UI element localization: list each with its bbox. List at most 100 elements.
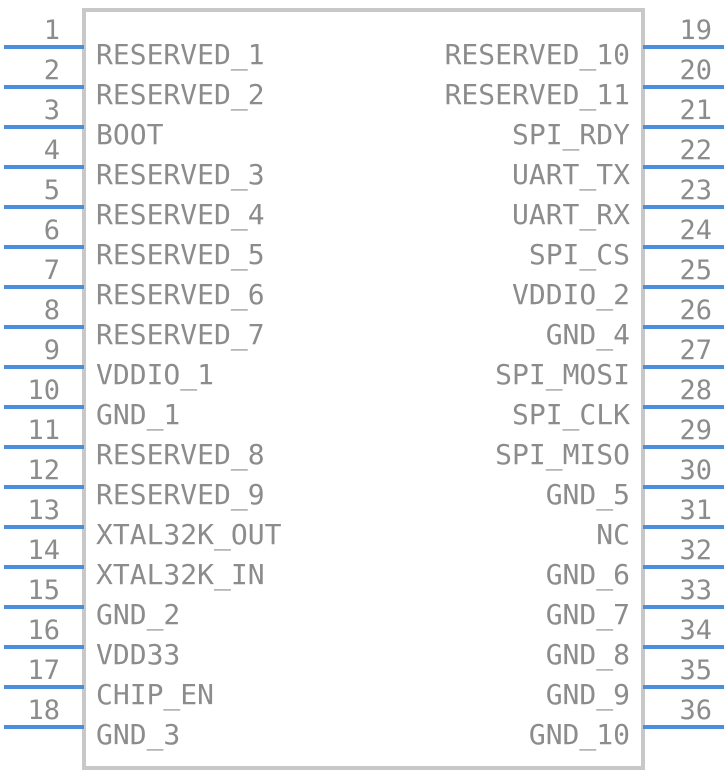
pin-name-label: GND_3 (96, 718, 180, 752)
pin-number: 18 (27, 695, 60, 726)
pin-name-label: VDDIO_2 (512, 278, 630, 312)
pin-name-label: GND_5 (546, 478, 630, 512)
pin-number: 20 (679, 55, 712, 86)
pin-number: 31 (679, 495, 712, 526)
pin-name-label: GND_7 (546, 598, 630, 632)
pin-name-label: NC (596, 518, 630, 551)
pin-number: 17 (27, 655, 60, 686)
pin-number: 32 (679, 535, 712, 566)
pin-name-label: RESERVED_9 (96, 478, 265, 512)
pin-name-label: RESERVED_8 (96, 438, 265, 472)
pin-name-label: RESERVED_4 (96, 198, 265, 232)
pin-number: 10 (27, 375, 60, 406)
pin-name-label: BOOT (96, 118, 164, 151)
pin-number: 22 (679, 135, 712, 166)
pin-number: 11 (27, 415, 60, 446)
pin-name-label: GND_10 (529, 718, 630, 752)
pin-number: 4 (44, 135, 60, 166)
pin-number: 36 (679, 695, 712, 726)
pin-number: 29 (679, 415, 712, 446)
pin-number: 7 (44, 255, 60, 286)
pin-name-label: XTAL32K_OUT (96, 518, 282, 552)
ic-body-outline (82, 8, 645, 770)
pin-name-label: GND_6 (546, 558, 630, 592)
pin-number: 3 (44, 95, 60, 126)
pin-number: 30 (679, 455, 712, 486)
pin-name-label: RESERVED_1 (96, 38, 265, 72)
pin-number: 23 (679, 175, 712, 206)
pin-name-label: VDD33 (96, 638, 180, 671)
pin-number: 26 (679, 295, 712, 326)
pin-name-label: GND_2 (96, 598, 180, 632)
pin-number: 2 (44, 55, 60, 86)
pin-number: 14 (27, 535, 60, 566)
pin-number: 27 (679, 335, 712, 366)
pin-name-label: SPI_RDY (512, 118, 630, 152)
pin-name-label: SPI_CLK (512, 398, 630, 432)
pin-name-label: UART_TX (512, 158, 630, 192)
pin-name-label: GND_9 (546, 678, 630, 712)
pin-number: 33 (679, 575, 712, 606)
pin-number: 25 (679, 255, 712, 286)
pin-number: 34 (679, 615, 712, 646)
pin-number: 9 (44, 335, 60, 366)
pin-name-label: SPI_MOSI (495, 358, 630, 392)
pin-name-label: VDDIO_1 (96, 358, 214, 392)
pin-name-label: GND_1 (96, 398, 180, 432)
pin-name-label: RESERVED_5 (96, 238, 265, 272)
pin-number: 16 (27, 615, 60, 646)
pin-name-label: RESERVED_10 (445, 38, 630, 72)
pin-number: 21 (679, 95, 712, 126)
pin-name-label: CHIP_EN (96, 678, 214, 712)
pin-number: 12 (27, 455, 60, 486)
pin-number: 15 (27, 575, 60, 606)
pin-name-label: GND_8 (546, 638, 630, 672)
pin-number: 35 (679, 655, 712, 686)
pin-name-label: SPI_MISO (495, 438, 630, 472)
pin-number: 5 (44, 175, 60, 206)
left-pin-group: 1RESERVED_12RESERVED_23BOOT4RESERVED_35R… (4, 15, 282, 752)
pin-name-label: XTAL32K_IN (96, 558, 265, 592)
pin-number: 1 (44, 15, 60, 46)
pin-name-label: RESERVED_2 (96, 78, 265, 112)
pin-name-label: UART_RX (512, 198, 630, 232)
pin-number: 28 (679, 375, 712, 406)
pin-name-label: RESERVED_11 (445, 78, 630, 112)
pin-number: 13 (27, 495, 60, 526)
